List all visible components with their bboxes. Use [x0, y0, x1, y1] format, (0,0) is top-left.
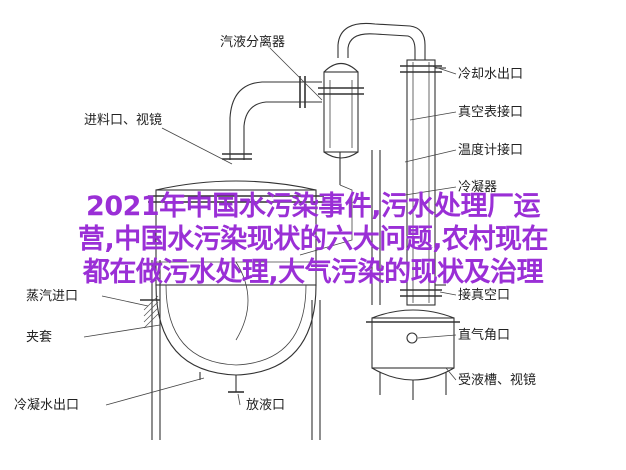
- vapor-pipe: [337, 22, 426, 60]
- label-steam-inlet: 蒸汽进口: [26, 289, 78, 304]
- headline-line-1: 2021年中国水污染事件,污水处理厂运: [86, 191, 540, 222]
- leader-lines: [83, 47, 457, 406]
- headline-line-2: 营,中国水污染现状的六大问题,农村现在: [77, 224, 549, 255]
- return-pipes: [299, 150, 381, 305]
- labels: 汽液分离器 冷却水出口 进料口、视镜 真空表接口 温度计接口 冷凝器 蒸汽进口 …: [14, 34, 536, 413]
- evaporator-vessel: [148, 180, 324, 393]
- label-vapor-separator: 汽液分离器: [220, 34, 285, 50]
- label-thermometer: 温度计接口: [458, 142, 523, 158]
- label-coolant-outlet: 冷却水出口: [458, 67, 523, 82]
- label-receiver: 受液槽、视镜: [458, 373, 536, 388]
- label-condensate-outlet: 冷凝水出口: [14, 397, 79, 413]
- headline-line-3: 都在做污水处理,大气污染的现状及治理: [82, 257, 544, 288]
- label-jacket: 夹套: [26, 329, 52, 345]
- headline-overlay: 2021年中国水污染事件,污水处理厂运 营,中国水污染现状的六大问题,农村现在 …: [0, 190, 626, 289]
- condenser-column: [400, 59, 446, 306]
- support-legs: [140, 260, 321, 440]
- receiver-tank: [366, 309, 460, 400]
- label-air-valve: 直气角口: [458, 327, 510, 343]
- vapor-separator: [318, 62, 364, 159]
- label-condenser: 冷凝器: [458, 179, 497, 195]
- label-feed-sight: 进料口、视镜: [84, 113, 162, 128]
- label-drain: 放液口: [246, 398, 285, 413]
- feed-pipe: [222, 76, 322, 160]
- label-vacuum-port: 接真空口: [458, 287, 510, 303]
- label-vacuum-gauge: 真空表接口: [458, 104, 523, 120]
